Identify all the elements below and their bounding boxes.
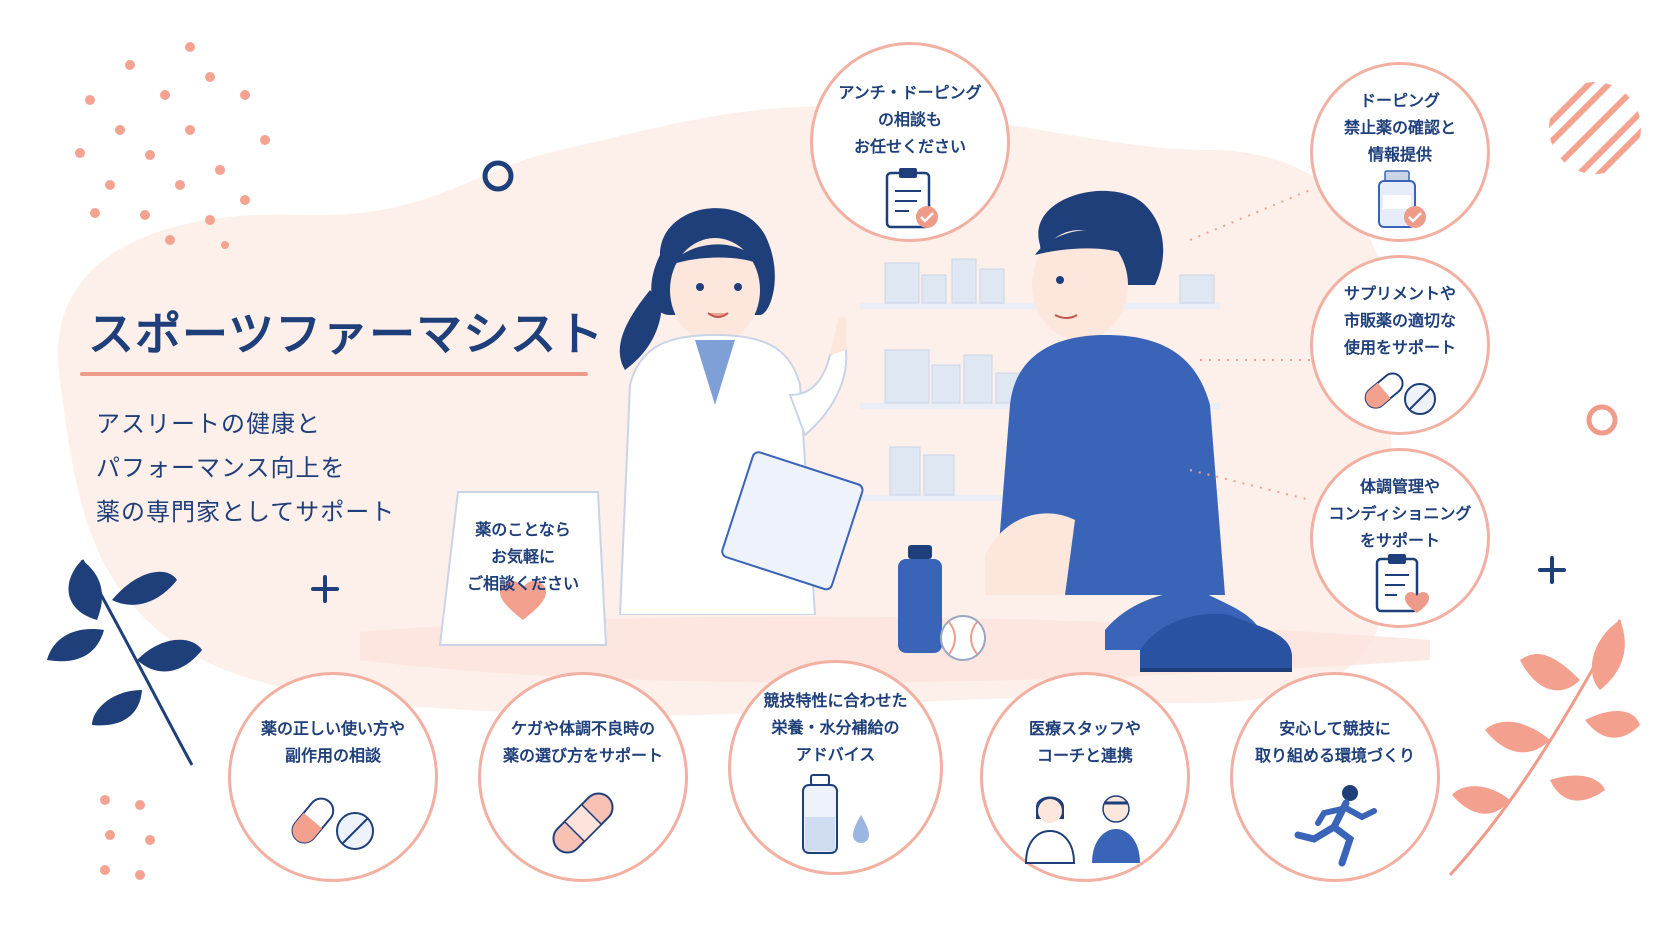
sign-text: 薬のことなら お気軽に ご相談ください xyxy=(438,516,608,597)
pharmacy-shelves xyxy=(860,258,1220,501)
capsule-tablet-icon xyxy=(1364,372,1436,415)
water-bottle-icon xyxy=(898,545,942,653)
bubble-line: 競技特性に合わせた xyxy=(763,691,908,710)
page-title: スポーツファーマシスト xyxy=(88,307,605,361)
dot-pattern-bottom-left xyxy=(100,795,155,880)
bubble-line: アンチ・ドーピング xyxy=(838,83,982,102)
subtitle-line: パフォーマンス向上を xyxy=(96,454,346,482)
water-bottle-drop-icon xyxy=(801,774,869,854)
bubble-line: アドバイス xyxy=(795,745,876,764)
sign-line: ご相談ください xyxy=(466,574,579,593)
capsule-tablet-icon xyxy=(291,797,374,850)
bubble-line: 栄養・水分補給の xyxy=(771,718,900,737)
baseball-icon xyxy=(940,615,986,661)
bubble-text: 医療スタッフや コーチと連携 xyxy=(983,715,1187,769)
subtitle: アスリートの健康と パフォーマンス向上を 薬の専門家としてサポート xyxy=(96,402,395,534)
bubble-line: 使用をサポート xyxy=(1343,338,1456,357)
bandage-icon xyxy=(552,792,614,854)
clipboard-check-icon xyxy=(885,168,938,229)
bubble-line: をサポート xyxy=(1359,531,1440,550)
staff-coach-icon xyxy=(1024,795,1140,864)
bubble-safe-environment: 安心して競技に 取り組める環境づくり xyxy=(1230,672,1440,882)
bubble-line: 安心して競技に xyxy=(1279,719,1391,738)
bubble-line: 市販薬の適切な xyxy=(1343,311,1456,330)
connector-lines xyxy=(1189,189,1311,501)
leaf-branch-left xyxy=(47,559,202,766)
leaf-branch-right xyxy=(1448,619,1640,877)
bubble-doping-check: ドーピング 禁止薬の確認と 情報提供 xyxy=(1310,62,1490,242)
subtitle-line: アスリートの健康と xyxy=(96,410,321,438)
sneakers-icon xyxy=(1105,590,1292,672)
striped-circle xyxy=(1549,82,1641,174)
sign-line: お気軽に xyxy=(490,547,555,566)
bubble-nutrition: 競技特性に合わせた 栄養・水分補給の アドバイス xyxy=(728,660,943,875)
ring-icon xyxy=(482,160,514,192)
bubble-line: 副作用の相談 xyxy=(284,746,381,765)
bubble-text: 体調管理や コンディショニング をサポート xyxy=(1313,473,1487,554)
bubble-line: ケガや体調不良時の xyxy=(510,719,655,738)
bubble-text: 薬の正しい使い方や 副作用の相談 xyxy=(231,715,435,769)
bubble-line: お任せください xyxy=(853,137,966,156)
bubble-line: コーチと連携 xyxy=(1036,746,1133,765)
bubble-medication-use: 薬の正しい使い方や 副作用の相談 xyxy=(228,672,438,882)
medicine-bottle-check-icon xyxy=(1378,170,1426,228)
bubble-text: ドーピング 禁止薬の確認と 情報提供 xyxy=(1313,87,1487,168)
bubble-line: 医療スタッフや xyxy=(1028,719,1141,738)
plus-icon xyxy=(311,575,339,603)
consultation-sign: 薬のことなら お気軽に ご相談ください xyxy=(438,490,608,655)
bubble-line: の相談も xyxy=(877,110,942,129)
bubble-text: 安心して競技に 取り組める環境づくり xyxy=(1233,715,1437,769)
bubble-anti-doping: アンチ・ドーピング の相談も お任せください xyxy=(810,42,1010,242)
bubble-text: ケガや体調不良時の 薬の選び方をサポート xyxy=(481,715,685,769)
clipboard-heart-icon xyxy=(1375,554,1429,613)
bubble-line: ドーピング xyxy=(1359,91,1440,110)
bubble-line: 薬の選び方をサポート xyxy=(502,746,663,765)
bubble-line: コンディショニング xyxy=(1328,504,1472,523)
sign-line: 薬のことなら xyxy=(475,520,571,539)
bubble-text: 競技特性に合わせた 栄養・水分補給の アドバイス xyxy=(731,687,940,768)
plus-icon xyxy=(1538,556,1566,584)
subtitle-line: 薬の専門家としてサポート xyxy=(96,498,396,526)
sign-card-shape xyxy=(438,491,608,646)
bubble-line: 情報提供 xyxy=(1367,145,1432,164)
bubble-staff-coach: 医療スタッフや コーチと連携 xyxy=(980,672,1190,882)
bubble-text: サプリメントや 市販薬の適切な 使用をサポート xyxy=(1313,280,1487,361)
pharmacist-illustration xyxy=(618,208,864,615)
runner-icon xyxy=(1294,785,1377,867)
bubble-injury-medicine: ケガや体調不良時の 薬の選び方をサポート xyxy=(478,672,688,882)
bubble-line: 取り組める環境づくり xyxy=(1254,746,1415,765)
heart-icon xyxy=(500,581,546,620)
dot-pattern-top-left xyxy=(75,42,270,249)
bubble-line: 体調管理や xyxy=(1359,477,1440,496)
ring-icon xyxy=(1586,404,1618,436)
athlete-illustration xyxy=(985,190,1225,595)
bubble-line: 薬の正しい使い方や xyxy=(260,719,405,738)
bubble-conditioning: 体調管理や コンディショニング をサポート xyxy=(1310,448,1490,628)
bubble-supplement: サプリメントや 市販薬の適切な 使用をサポート xyxy=(1310,255,1490,435)
bubble-line: サプリメントや xyxy=(1343,284,1456,303)
title-underline xyxy=(80,372,588,376)
bubble-line: 禁止薬の確認と xyxy=(1343,118,1456,137)
bubble-text: アンチ・ドーピング の相談も お任せください xyxy=(813,79,1007,160)
